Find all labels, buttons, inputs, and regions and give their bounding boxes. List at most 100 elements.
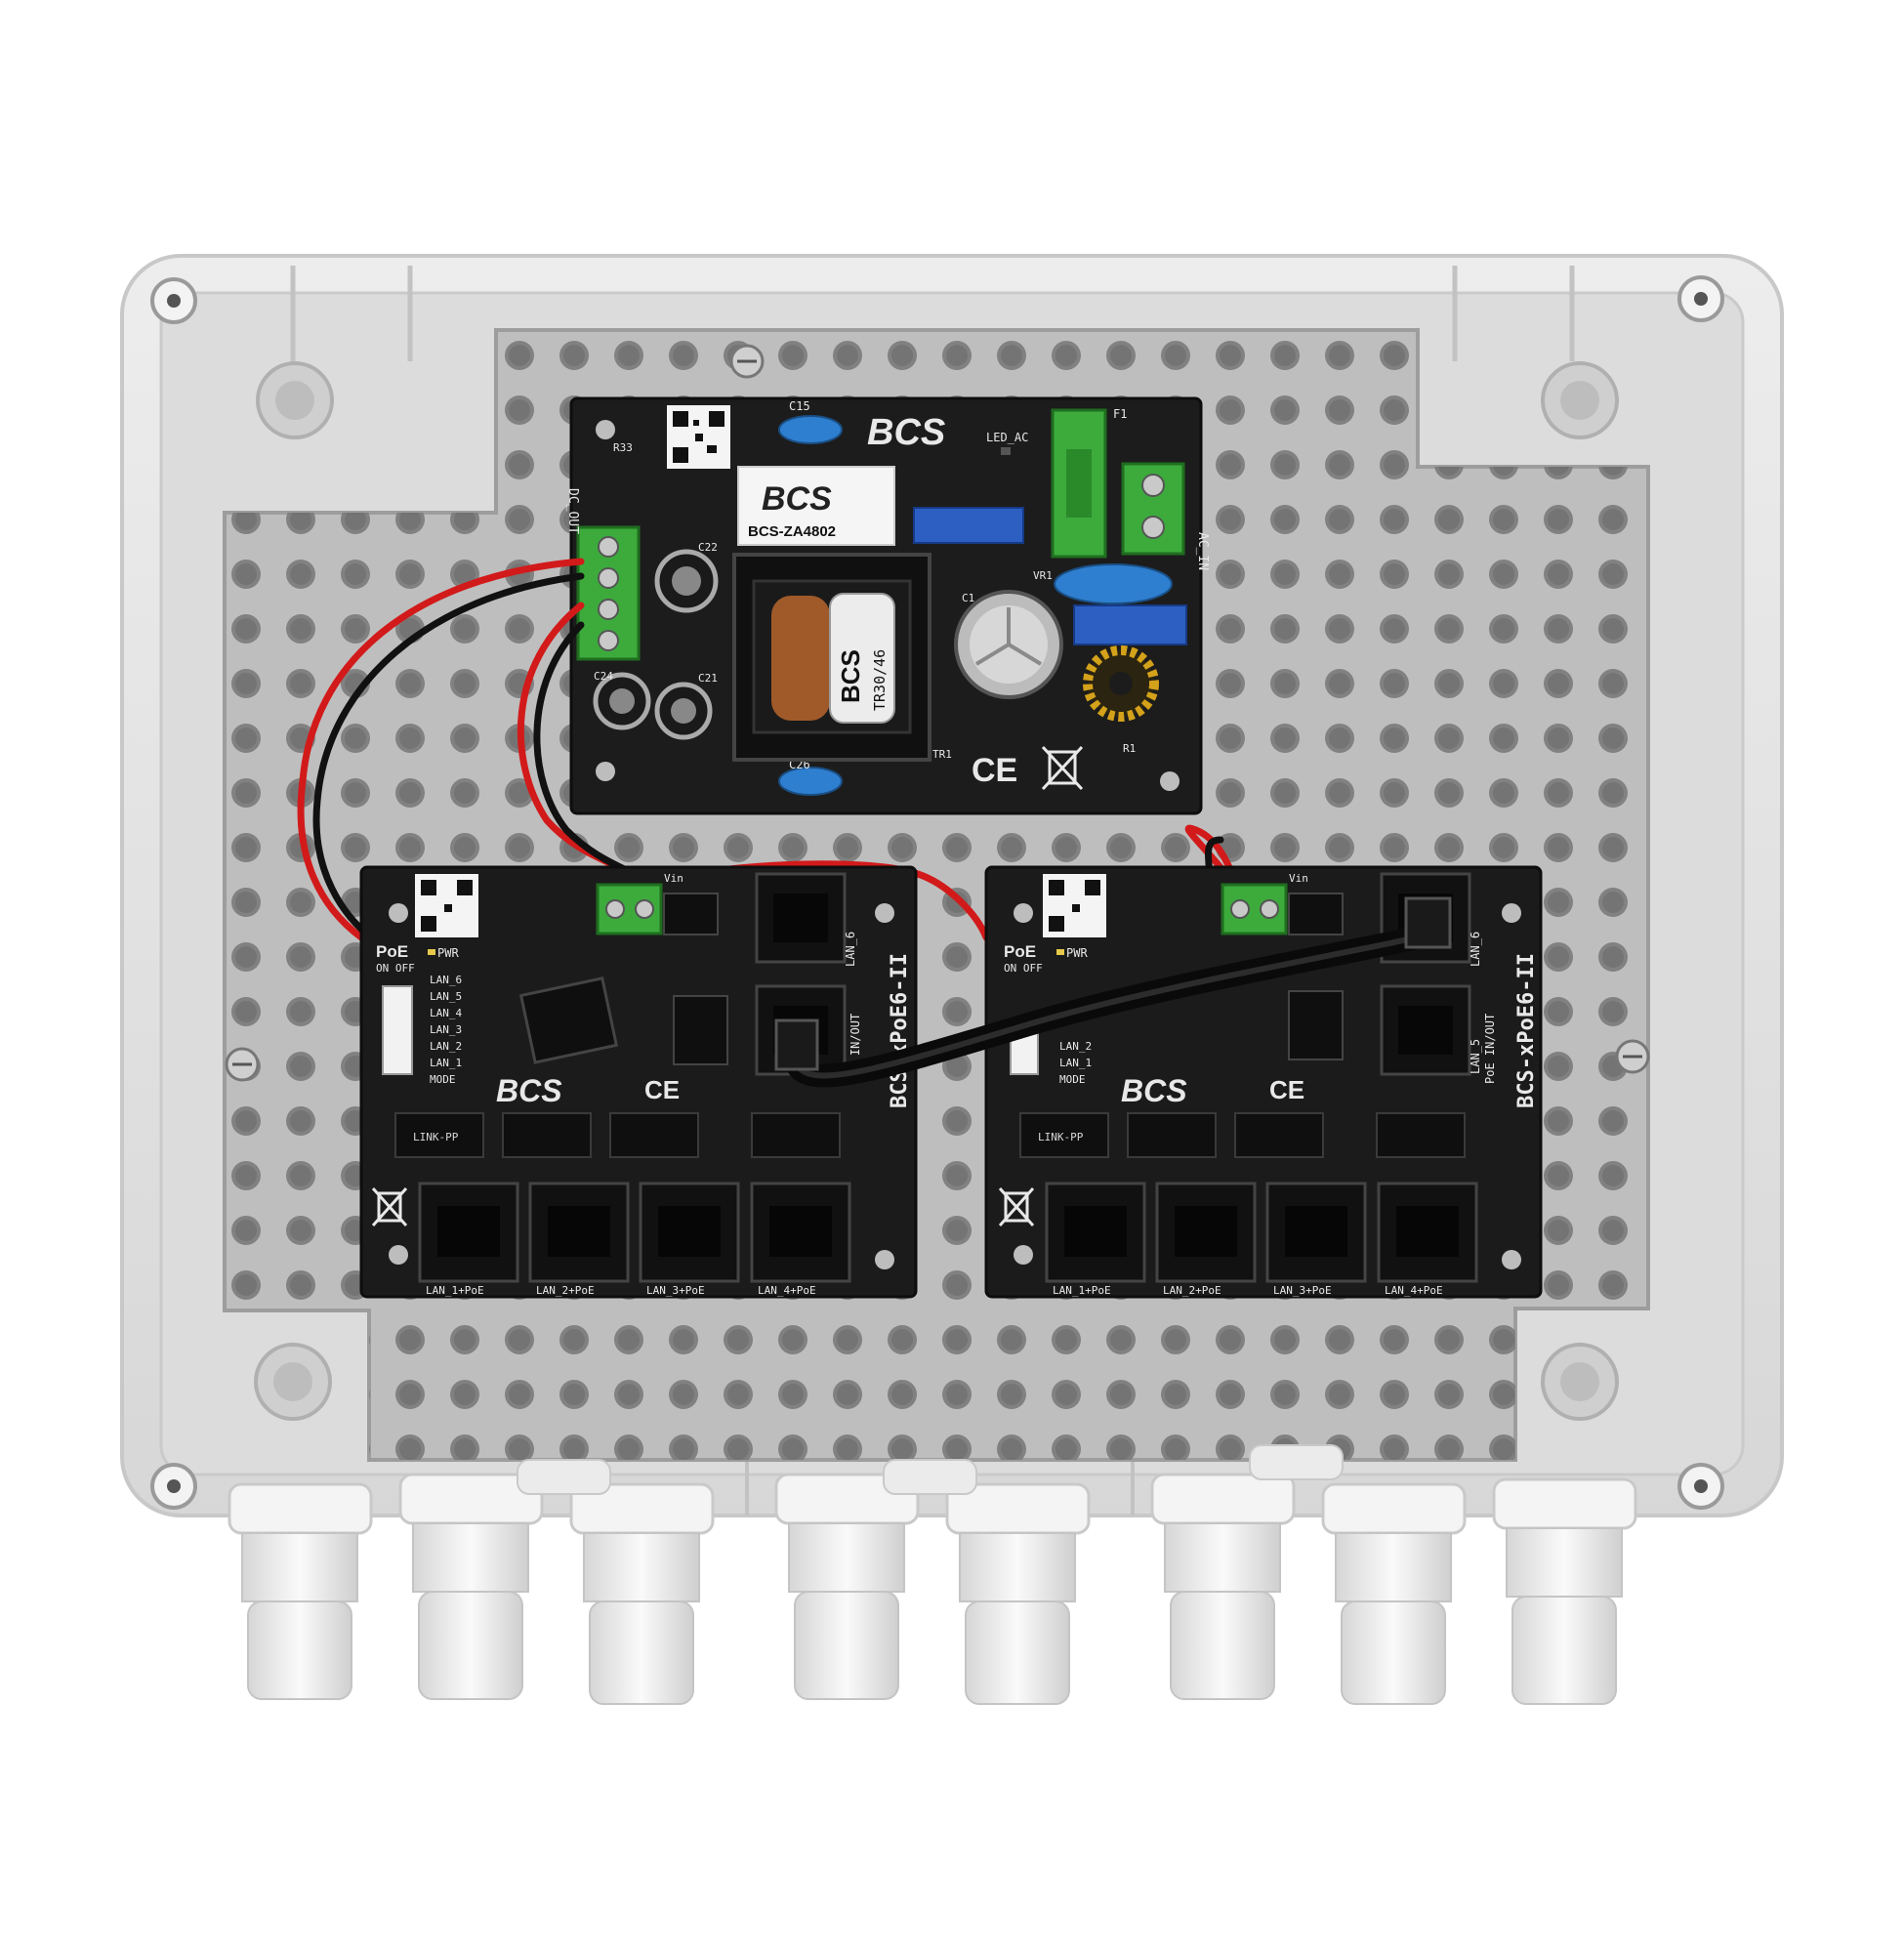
lan-transformer xyxy=(1288,893,1344,935)
electrolytic-capacitor xyxy=(593,672,651,730)
poe-label: PoE xyxy=(1004,942,1036,961)
ref-c1: C1 xyxy=(962,592,974,604)
ref-c22: C22 xyxy=(698,541,718,554)
rj45-port[interactable] xyxy=(528,1182,630,1283)
pwr-led xyxy=(1056,949,1064,955)
led-label: LAN_2 xyxy=(1059,1040,1092,1053)
port-label: LAN_2+PoE xyxy=(536,1284,595,1297)
cable-gland xyxy=(569,1482,715,1705)
ac-in-label: AC_IN xyxy=(1195,532,1210,570)
led-label: LAN_6 xyxy=(430,974,462,986)
lan6-label: LAN_6 xyxy=(1469,932,1482,967)
weee-icon xyxy=(371,1186,408,1227)
switch-ic xyxy=(518,976,619,1064)
power-supply-board: C15 C26 BCS LED_AC BCS BCS-ZA4802 F1 AC_… xyxy=(565,396,1210,815)
transformer-model: TR30/46 xyxy=(871,649,889,711)
lan6-label: LAN_6 xyxy=(844,932,857,967)
model-label xyxy=(737,466,895,546)
on-off-label: ON OFF xyxy=(1004,962,1043,975)
led-label: LAN_1 xyxy=(430,1057,462,1069)
ref-c21: C21 xyxy=(698,672,718,685)
led-ac xyxy=(1001,447,1011,455)
port-label: LAN_3+PoE xyxy=(1273,1284,1332,1297)
cable-gland xyxy=(774,1473,920,1700)
vin-terminal xyxy=(1221,883,1288,935)
lan-transformer xyxy=(663,893,719,935)
led-label: LAN_2 xyxy=(430,1040,462,1053)
rj45-port[interactable] xyxy=(1377,1182,1478,1283)
led-label-list: LAN_2 LAN_1 MODE xyxy=(1059,1040,1092,1086)
switch-brand-logo: BCS xyxy=(1121,1073,1187,1108)
rj45-port-in-out[interactable] xyxy=(1380,984,1471,1076)
port-label: LAN_4+PoE xyxy=(1385,1284,1443,1297)
rj45-port[interactable] xyxy=(418,1182,519,1283)
rj45-port[interactable] xyxy=(750,1182,851,1283)
in-out-label: PoE IN/OUT xyxy=(1483,1014,1497,1084)
corner-screw xyxy=(1677,275,1724,322)
psu-ce-mark: CE xyxy=(972,752,1017,789)
dip-switch xyxy=(382,985,413,1075)
cable-gland xyxy=(228,1482,373,1700)
corner-screw xyxy=(1677,1463,1724,1510)
switch-model: BCS-xPoE6-II xyxy=(888,953,912,1108)
port-label: LAN_1+PoE xyxy=(1053,1284,1111,1297)
ref-r33: R33 xyxy=(613,441,633,454)
chip-label: LINK-PP xyxy=(1038,1131,1084,1143)
corner-screw xyxy=(150,1463,197,1510)
rj45-port[interactable] xyxy=(1045,1182,1146,1283)
switch-ce-mark: CE xyxy=(1269,1075,1304,1104)
qr-code xyxy=(415,874,478,937)
transformer xyxy=(732,553,931,762)
switch-ce-mark: CE xyxy=(644,1075,680,1104)
led-label: LAN_1 xyxy=(1059,1057,1092,1069)
rj45-port[interactable] xyxy=(1265,1182,1367,1283)
corner-screw xyxy=(150,277,197,324)
led-ac-label: LED_AC xyxy=(986,431,1028,444)
lan-transformer xyxy=(1288,990,1344,1060)
chip-row xyxy=(394,1112,841,1158)
plate-screw xyxy=(1615,1039,1650,1074)
qr-code xyxy=(667,405,730,469)
psu-model: BCS-ZA4802 xyxy=(748,523,836,540)
varistor xyxy=(1054,563,1173,604)
mounting-boss xyxy=(1541,1343,1619,1421)
rj45-port[interactable] xyxy=(639,1182,740,1283)
switch-board-left: Vin PoE ON OFF PWR LAN_6 LAN_5 LAN_4 LAN… xyxy=(359,865,918,1299)
plate-screw xyxy=(225,1047,260,1082)
cable-gland xyxy=(398,1473,544,1700)
cable-gland xyxy=(945,1482,1091,1705)
cable-gland xyxy=(1321,1482,1467,1705)
led-label: LAN_3 xyxy=(430,1023,462,1036)
weee-icon xyxy=(998,1186,1035,1227)
port-label: LAN_4+PoE xyxy=(758,1284,816,1297)
dc-out-label: DC_OUT xyxy=(565,488,580,534)
pwr-led xyxy=(428,949,435,955)
dc-output-terminal xyxy=(576,525,641,661)
rj45-port-lan6[interactable] xyxy=(755,872,847,964)
weee-icon xyxy=(1041,745,1084,791)
ref-tr1: TR1 xyxy=(932,748,952,761)
vin-terminal xyxy=(596,883,663,935)
ref-r1: R1 xyxy=(1123,742,1136,755)
cable-gland xyxy=(1492,1477,1637,1705)
ref-vr1: VR1 xyxy=(1033,569,1053,582)
led-label: LAN_5 xyxy=(430,990,462,1003)
led-label-list: LAN_6 LAN_5 LAN_4 LAN_3 LAN_2 LAN_1 MODE xyxy=(430,974,462,1086)
port-label: LAN_2+PoE xyxy=(1163,1284,1221,1297)
blue-capacitor xyxy=(778,415,843,444)
led-label: LAN_4 xyxy=(430,1007,462,1019)
lan5-label: LAN_5 xyxy=(1469,1039,1482,1074)
cable-gland-row xyxy=(228,1444,1637,1705)
electrolytic-capacitor xyxy=(654,549,719,613)
psu-brand-logo: BCS xyxy=(867,412,945,453)
vin-label: Vin xyxy=(1289,872,1308,885)
pwr-label: PWR xyxy=(1066,946,1088,960)
chip-label: LINK-PP xyxy=(413,1131,459,1143)
film-capacitor xyxy=(913,507,1024,544)
fuse-ref: F1 xyxy=(1113,407,1127,421)
mounting-boss xyxy=(1541,361,1619,439)
switch-model: BCS-xPoE6-II xyxy=(1514,953,1539,1108)
electrolytic-capacitor xyxy=(654,682,713,740)
rj45-port[interactable] xyxy=(1155,1182,1257,1283)
